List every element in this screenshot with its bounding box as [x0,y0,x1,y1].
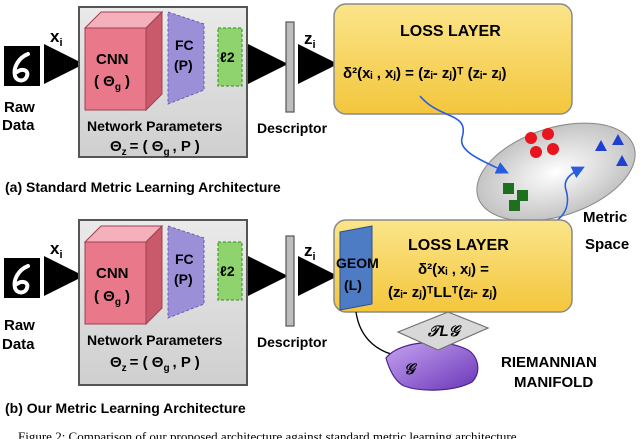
raw-label-top: Raw [4,99,35,116]
green-cluster-point [517,190,528,201]
fc-label-bottom: FC [175,251,194,267]
metric-space-label-line2: Space [585,236,629,253]
data-label-bottom: Data [2,336,35,353]
l2-block-top [217,27,243,87]
green-cluster-point [503,183,514,194]
loss-layer-box-bottom [333,219,573,313]
fc-param-top: (P) [174,57,193,73]
red-cluster-point [547,143,559,155]
fc-param-bottom: (P) [174,271,193,287]
riemannian-manifold-label-line1: RIEMANNIAN [501,354,597,371]
riemannian-manifold-label-line2: MANIFOLD [514,374,593,391]
cnn-label-top: CNN [96,51,129,68]
tangent-plane-label: 𝒯L𝒢 [427,323,463,340]
descriptor-bar-top [285,21,295,113]
blue-cluster-point [595,140,607,151]
cnn-block-top [83,10,164,112]
manifold-surface [385,341,479,391]
caption-a: (a) Standard Metric Learning Architectur… [5,179,281,195]
loss-equation-top: δ²(xᵢ , xⱼ) = (zᵢ- zⱼ)ᵀ (zᵢ- zⱼ) [343,65,507,82]
red-cluster-point [525,132,537,144]
network-parameters-label-bottom: Network Parameters [87,332,223,348]
descriptor-label-bottom: Descriptor [257,334,328,350]
raw-digit-image-top [4,46,40,86]
riemannian-manifold: 𝒯L𝒢 𝒢 RIEMANNIAN MANIFOLD [385,311,597,391]
top-row: Raw Data xi CNN ( Θg) FC (P) ℓ2 Network … [2,3,573,158]
raw-digit-image-bottom [4,258,40,298]
blue-cluster-point [612,134,624,145]
geom-to-manifold-arrow [355,311,405,361]
input-xi-label-top: xi [50,27,63,49]
loss-layer-box-top [333,3,573,115]
loss-layer-title-bottom: LOSS LAYER [408,237,509,254]
descriptor-zi-label-top: zi [304,29,316,51]
geom-block [339,225,373,311]
fc-block-bottom [167,225,205,319]
l2-block-bottom [217,241,243,301]
loss-equation-bottom-line2: (zᵢ- zⱼ)ᵀLLᵀ(zᵢ- zⱼ) [388,284,497,301]
geom-label: GEOM [336,255,379,271]
geom-param-label: (L) [344,277,362,293]
cnn-block-bottom [83,224,164,326]
descriptor-label-top: Descriptor [257,120,328,136]
fc-label-top: FC [175,37,194,53]
input-xi-label-bottom: xi [50,239,63,261]
descriptor-bar-bottom [285,235,295,327]
red-cluster-point [542,128,554,140]
cnn-param-bottom: ( Θg) [94,288,130,308]
l2-label-top: ℓ2 [220,49,235,65]
l2-label-bottom: ℓ2 [220,263,235,279]
cnn-label-bottom: CNN [96,265,129,282]
loss-layer-title-top: LOSS LAYER [400,23,501,40]
theta-z-label-top: Θz= ( Θg, P ) [110,138,200,158]
caption-b: (b) Our Metric Learning Architecture [5,400,246,416]
bottom-row: Raw Data xi CNN ( Θg) FC (P) ℓ2 Network … [2,219,573,386]
metric-space-label-line1: Metric [583,209,627,226]
manifold-label: 𝒢 [404,361,418,378]
metric-space-ellipse [476,122,636,222]
theta-z-label-bottom: Θz= ( Θg, P ) [110,354,200,374]
descriptor-zi-label-bottom: zi [304,241,316,263]
loss-to-metric-arrow-top [419,95,509,174]
metric-space: Metric Space [476,122,636,253]
loss-equation-bottom-line1: δ²(xᵢ , xⱼ) = [418,261,489,278]
raw-label-bottom: Raw [4,317,35,334]
fc-block-top [167,11,205,105]
data-label-top: Data [2,117,35,134]
green-cluster-point [509,200,520,211]
red-cluster-point [530,146,542,158]
network-parameters-label-top: Network Parameters [87,118,223,134]
cnn-param-top: ( Θg) [94,73,130,93]
blue-cluster-point [616,155,628,166]
tangent-plane [396,311,490,351]
figure-caption: Figure 2: Comparison of our proposed arc… [18,429,520,439]
